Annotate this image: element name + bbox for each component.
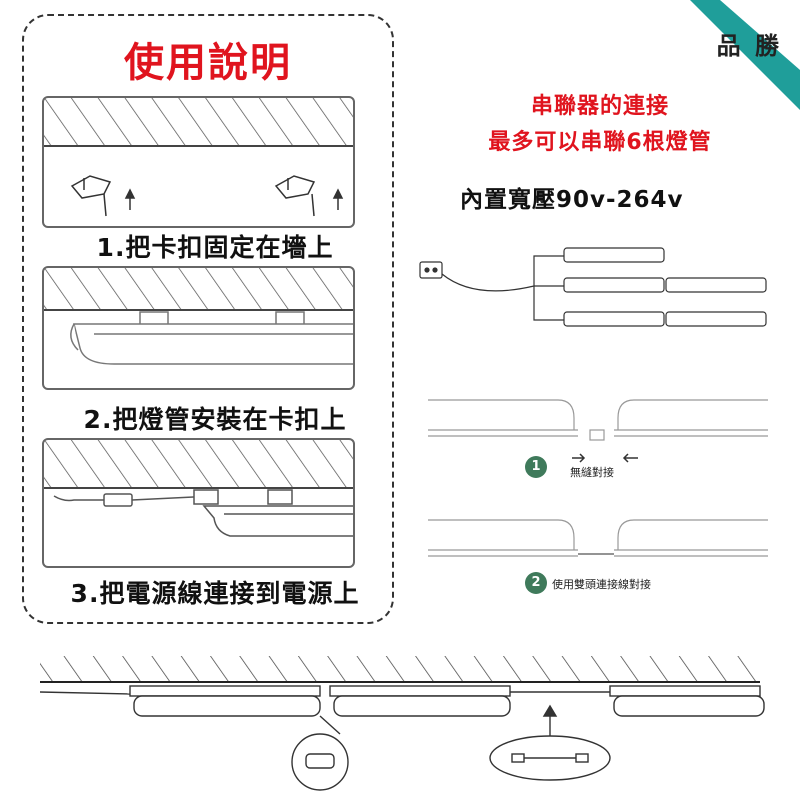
connection-heading: 串聯器的連接 [530,94,669,119]
method1-diagram [428,399,768,441]
method1-arrows [572,453,638,463]
brand-logo-text: 品 勝 [716,32,782,60]
method2-caption: 使用雙頭連接線對接 [552,578,651,591]
method2-diagram [428,519,768,557]
step3-illustration [42,438,355,568]
instructions-panel [22,14,394,624]
step1-illustration [42,96,355,228]
step2-label: 2.把燈管安裝在卡扣上 [83,405,347,434]
instructions-title: 使用說明 [124,40,292,86]
series-wiring-diagram [419,247,767,327]
voltage-note: 內置寬壓90v-264v [460,187,684,213]
step2-illustration [42,266,355,390]
method1-badge: 1 [525,456,547,478]
connection-max-note: 最多可以串聯6根燈管 [488,130,712,155]
step1-label: 1.把卡扣固定在墻上 [96,233,334,262]
method1-caption: 無縫對接 [570,466,614,479]
method2-badge: 2 [525,572,547,594]
step3-label: 3.把電源線連接到電源上 [70,579,360,608]
bottom-installation-diagram [39,656,765,791]
corner-decoration [690,0,800,110]
